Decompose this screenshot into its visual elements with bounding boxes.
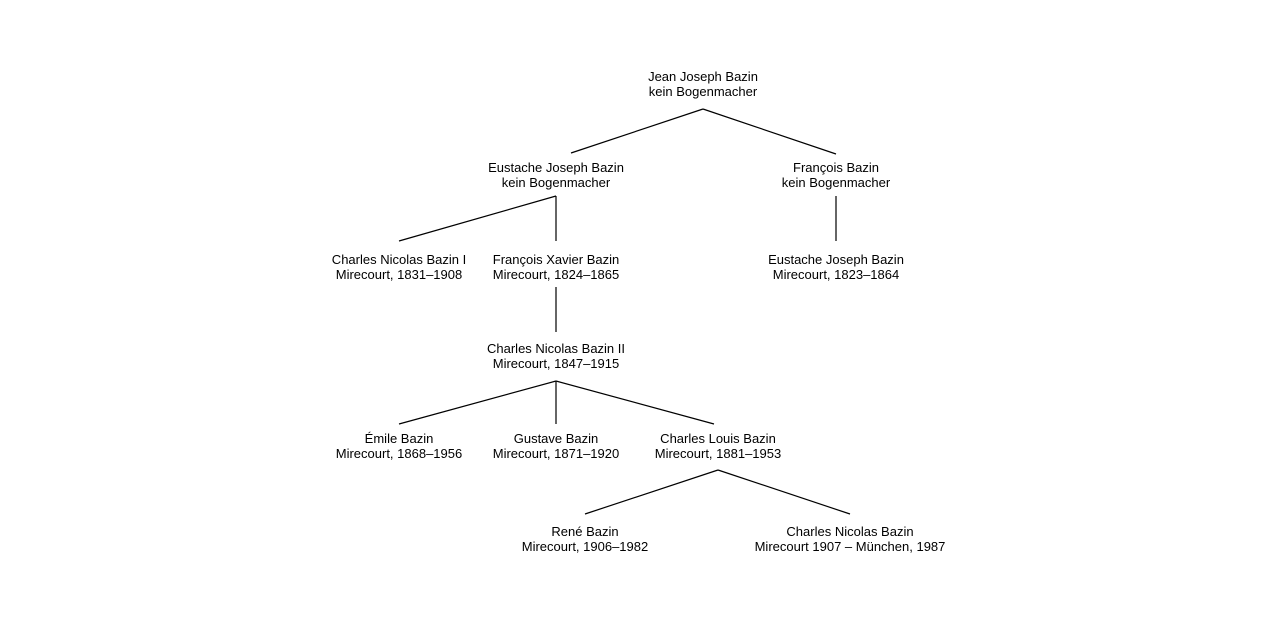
node-detail: kein Bogenmacher bbox=[781, 175, 891, 190]
edge-jean-joseph-to-eustache-joseph bbox=[570, 108, 704, 154]
node-charles-nicolas-bazin-iii: Charles Nicolas Bazin Mirecourt 1907 – M… bbox=[755, 524, 946, 554]
node-eustache-joseph-bazin-jr: Eustache Joseph Bazin Mirecourt, 1823–18… bbox=[768, 252, 904, 282]
node-detail: Mirecourt, 1868–1956 bbox=[335, 446, 463, 461]
node-name: Émile Bazin bbox=[364, 431, 434, 446]
node-name: René Bazin bbox=[551, 524, 619, 539]
node-detail: Mirecourt, 1824–1865 bbox=[492, 267, 620, 282]
node-name: Charles Nicolas Bazin II bbox=[487, 341, 625, 356]
node-name: Charles Louis Bazin bbox=[660, 431, 776, 446]
edge-charles-nicolas-ii-to-emile bbox=[398, 380, 557, 425]
node-detail: kein Bogenmacher bbox=[648, 84, 758, 99]
node-detail: Mirecourt, 1823–1864 bbox=[772, 267, 900, 282]
node-detail: Mirecourt 1907 – München, 1987 bbox=[754, 539, 946, 554]
node-detail: Mirecourt, 1847–1915 bbox=[492, 356, 620, 371]
edge-eustache-joseph-to-charles-nicolas-i bbox=[398, 195, 557, 242]
node-name: Jean Joseph Bazin bbox=[648, 69, 758, 84]
node-francois-xavier-bazin: François Xavier Bazin Mirecourt, 1824–18… bbox=[493, 252, 619, 282]
node-detail: Mirecourt, 1881–1953 bbox=[654, 446, 782, 461]
edge-charles-nicolas-ii-to-charles-louis bbox=[555, 380, 715, 425]
node-charles-nicolas-bazin-ii: Charles Nicolas Bazin II Mirecourt, 1847… bbox=[487, 341, 625, 371]
node-detail: kein Bogenmacher bbox=[501, 175, 611, 190]
node-gustave-bazin: Gustave Bazin Mirecourt, 1871–1920 bbox=[493, 431, 619, 461]
node-name: François Bazin bbox=[793, 160, 879, 175]
node-francois-bazin: François Bazin kein Bogenmacher bbox=[782, 160, 890, 190]
node-rene-bazin: René Bazin Mirecourt, 1906–1982 bbox=[522, 524, 648, 554]
node-name: Eustache Joseph Bazin bbox=[488, 160, 624, 175]
node-eustache-joseph-bazin-sr: Eustache Joseph Bazin kein Bogenmacher bbox=[488, 160, 624, 190]
node-emile-bazin: Émile Bazin Mirecourt, 1868–1956 bbox=[336, 431, 462, 461]
node-name: François Xavier Bazin bbox=[492, 252, 620, 267]
node-name: Eustache Joseph Bazin bbox=[768, 252, 904, 267]
edge-charles-louis-to-rene bbox=[584, 469, 719, 515]
node-name: Gustave Bazin bbox=[513, 431, 599, 446]
node-detail: Mirecourt, 1871–1920 bbox=[492, 446, 620, 461]
node-jean-joseph-bazin: Jean Joseph Bazin kein Bogenmacher bbox=[648, 69, 758, 99]
node-charles-louis-bazin: Charles Louis Bazin Mirecourt, 1881–1953 bbox=[655, 431, 781, 461]
node-charles-nicolas-bazin-i: Charles Nicolas Bazin I Mirecourt, 1831–… bbox=[332, 252, 466, 282]
node-detail: Mirecourt, 1906–1982 bbox=[521, 539, 649, 554]
node-name: Charles Nicolas Bazin I bbox=[331, 252, 467, 267]
node-name: Charles Nicolas Bazin bbox=[786, 524, 914, 539]
node-detail: Mirecourt, 1831–1908 bbox=[335, 267, 463, 282]
edge-jean-joseph-to-francois bbox=[702, 108, 837, 155]
edge-charles-louis-to-charles-nicolas-iii bbox=[717, 469, 851, 515]
